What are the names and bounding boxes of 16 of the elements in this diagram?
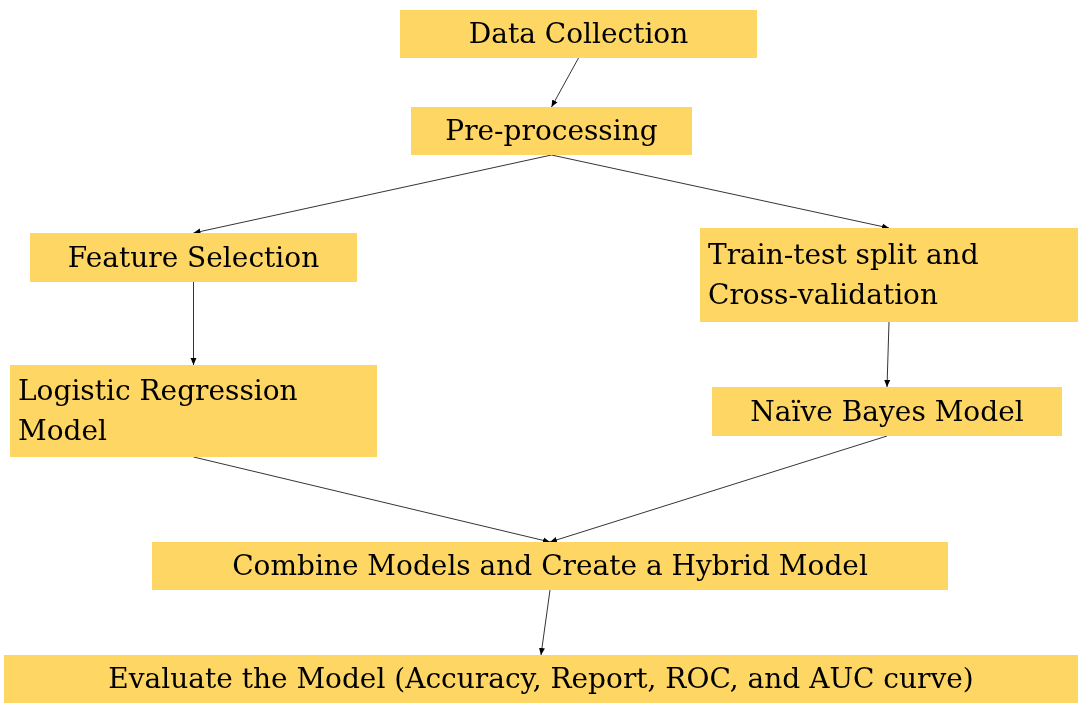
process-box bbox=[712, 387, 1062, 436]
process-box bbox=[411, 107, 692, 155]
process-box bbox=[152, 542, 948, 590]
process-box bbox=[700, 228, 1078, 322]
box-label: Naïve Bayes Model bbox=[750, 393, 1024, 430]
process-box bbox=[10, 365, 377, 457]
box-label: Evaluate the Model (Accuracy, Report, ROC, and AUC curve) bbox=[108, 661, 974, 697]
process-box bbox=[30, 233, 357, 282]
box-label: Combine Models and Create a Hybrid Model bbox=[232, 548, 868, 584]
process-box bbox=[4, 655, 1078, 703]
box-label: Logistic Regression Model bbox=[18, 373, 299, 449]
box-label: Pre-processing bbox=[445, 113, 658, 149]
box-label: Train-test split and Cross-validation bbox=[708, 237, 980, 313]
box-label: Data Collection bbox=[468, 16, 689, 52]
process-box bbox=[400, 10, 757, 58]
box-label: Feature Selection bbox=[67, 239, 320, 276]
